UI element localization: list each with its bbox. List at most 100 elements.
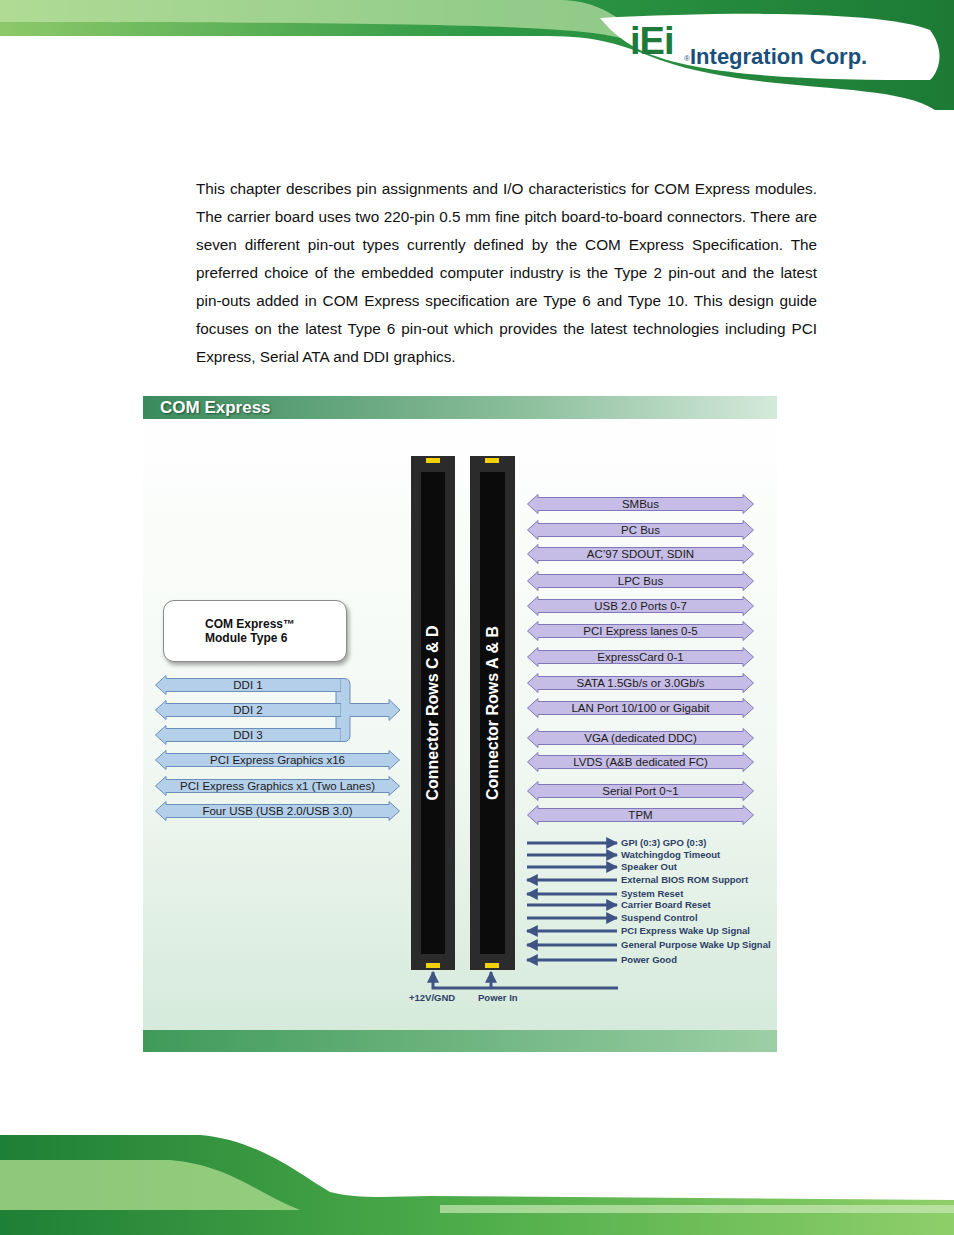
panel-bottom-bar [143, 1030, 777, 1052]
interface-name: PCI Express Graphics x1 (Two Lanes) [180, 780, 375, 792]
signal-arrow [527, 930, 617, 933]
signal-name: GPI (0:3) GPO (0:3) [621, 837, 707, 848]
connector-slot [421, 472, 445, 954]
power-line [490, 972, 493, 988]
interface-name: TPM [628, 809, 652, 821]
interface-name: SMBus [622, 498, 659, 510]
signal-arrow [527, 866, 617, 869]
interface-name: LVDS (A&B dedicated FC) [573, 756, 708, 768]
ddi-merge-arrow [336, 679, 400, 742]
interface-name: DDI 2 [233, 704, 262, 716]
signal-bar: PCI Express Graphics x16 [155, 750, 400, 770]
signal-bar: Serial Port 0~1 [527, 781, 754, 801]
signal-arrow [527, 944, 617, 947]
power-label: +12V/GND [409, 992, 455, 1003]
connector-c-d [411, 456, 455, 970]
arrow-outline [156, 701, 342, 720]
interface-name: DDI 1 [233, 679, 262, 691]
arrow-outline [156, 676, 342, 695]
connector-pin [426, 458, 440, 463]
signal-bar: VGA (dedicated DDC) [527, 728, 754, 748]
arrow-outline [156, 726, 342, 745]
arrow-outline [528, 572, 754, 591]
connector-name: Connector Rows C & D [424, 625, 442, 800]
signal-bar: PCI Express Graphics x1 (Two Lanes) [155, 776, 400, 796]
arrow-outline [528, 674, 754, 693]
logo-registered: ® [684, 54, 690, 63]
connector-block: Connector Rows C & D [411, 456, 455, 970]
signal-bar: LPC Bus [527, 571, 754, 591]
arrow-outline [528, 753, 754, 772]
signal-bar: SMBus [527, 494, 754, 514]
signal-bar: LVDS (A&B dedicated FC) [527, 752, 754, 772]
arrow-outline [528, 648, 754, 667]
arrow-outline [156, 751, 400, 770]
header-band [0, 0, 954, 110]
connector-pin [485, 458, 499, 463]
arrow-outline [528, 782, 754, 801]
arrow-outline [528, 699, 754, 718]
signal-arrow [527, 959, 617, 962]
arrow-outline [528, 806, 754, 825]
connector-slot [480, 472, 505, 954]
signal-arrow [527, 904, 617, 907]
interface-name: VGA (dedicated DDC) [584, 732, 697, 744]
signal-name: Suspend Control [621, 912, 698, 923]
logo-ground [600, 14, 939, 80]
signal-bar: PC Bus [527, 520, 754, 540]
signal-name: PCI Express Wake Up Signal [621, 925, 750, 936]
interface-name: PC Bus [621, 524, 660, 536]
signal-name: Speaker Out [621, 861, 677, 872]
panel-title: COM Express [160, 398, 271, 418]
signal-name: External BIOS ROM Support [621, 874, 748, 885]
connector-block: Connector Rows A & B [470, 456, 515, 970]
signal-name: General Purpose Wake Up Signal [621, 939, 771, 950]
footer-swoosh-light [0, 1160, 300, 1210]
signal-arrows [433, 843, 618, 988]
power-line [433, 972, 618, 988]
signal-name: Power Good [621, 954, 677, 965]
interface-name: AC’97 SDOUT, SDIN [587, 548, 694, 560]
signal-arrow [527, 879, 617, 882]
logo-mark: iEi [630, 20, 673, 63]
signal-name: Carrier Board Reset [621, 899, 711, 910]
signal-arrow [527, 854, 617, 857]
interface-name: ExpressCard 0-1 [597, 651, 683, 663]
arrow-outline [528, 495, 754, 514]
signal-bar: DDI 3 [155, 725, 341, 745]
arrow-outline [528, 729, 754, 748]
interface-name: USB 2.0 Ports 0-7 [594, 600, 687, 612]
panel-ground [143, 396, 777, 1052]
signal-arrow [527, 917, 617, 920]
signal-bar: PCI Express lanes 0-5 [527, 621, 754, 641]
signal-bar: TPM [527, 805, 754, 825]
interface-name: LPC Bus [618, 575, 663, 587]
arrow-outline [528, 521, 754, 540]
signal-name: Watchingdog Timeout [621, 849, 720, 860]
connector-pin [426, 963, 440, 968]
signal-arrow [527, 893, 617, 896]
signal-bar: DDI 2 [155, 700, 341, 720]
module-name: COM Express™ Module Type 6 [205, 617, 305, 645]
arrow-outline [156, 802, 400, 821]
logo-wordmark: Integration Corp. [690, 44, 867, 70]
interface-name: SATA 1.5Gb/s or 3.0Gb/s [576, 677, 704, 689]
interface-name: PCI Express Graphics x16 [210, 754, 345, 766]
connector-name: Connector Rows A & B [484, 626, 502, 800]
connector-pin [485, 963, 499, 968]
signal-bar: ExpressCard 0-1 [527, 647, 754, 667]
arrow-outline [528, 622, 754, 641]
signal-bar: AC’97 SDOUT, SDIN [527, 544, 754, 564]
signal-bar: USB 2.0 Ports 0-7 [527, 596, 754, 616]
signal-bar: Four USB (USB 2.0/USB 3.0) [155, 801, 400, 821]
arrow-outline [528, 597, 754, 616]
interface-name: PCI Express lanes 0-5 [583, 625, 697, 637]
signal-bar: LAN Port 10/100 or Gigabit [527, 698, 754, 718]
arrow-outline [156, 777, 400, 796]
connector-housing [411, 456, 455, 970]
signal-arrow [527, 842, 617, 845]
footer-band-top [440, 1205, 954, 1213]
intro-paragraph: This chapter describes pin assignments a… [196, 175, 817, 371]
footer-swoosh [0, 1135, 954, 1235]
